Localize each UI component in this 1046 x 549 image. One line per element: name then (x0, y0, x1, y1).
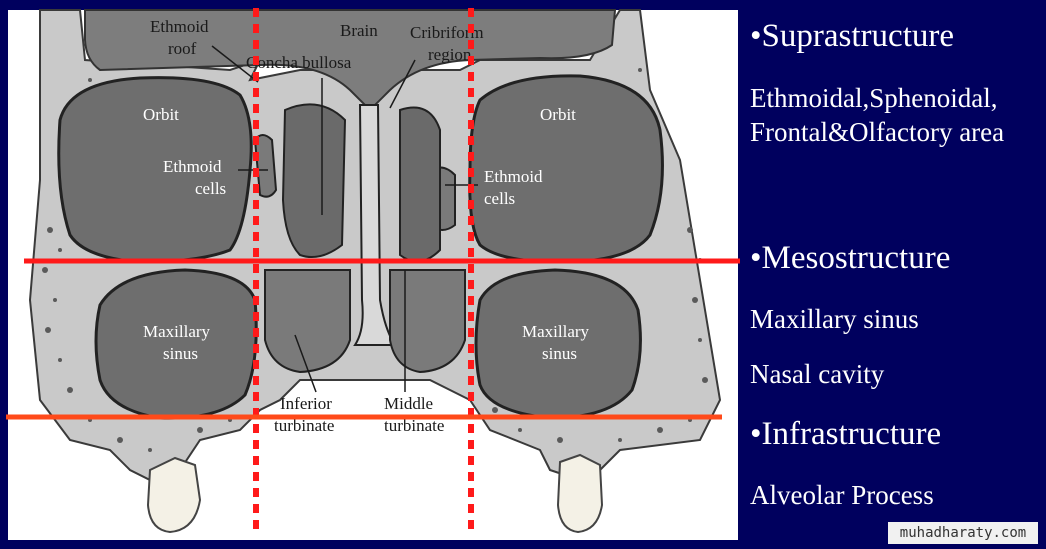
label-ethmoid-roof-2: roof (168, 39, 197, 58)
label-maxillary-left-1: Maxillary (143, 322, 211, 341)
label-concha-bullosa: Concha bullosa (246, 53, 352, 72)
suprastructure-line-1: Ethmoidal,Sphenoidal, (750, 83, 998, 113)
mesostructure-line-1: Maxillary sinus (750, 304, 919, 334)
label-orbit-right: Orbit (540, 105, 576, 124)
label-ethmoid-cells-right-2: cells (484, 189, 515, 208)
label-middle-turbinate-1: Middle (384, 394, 433, 413)
right-tooth (556, 453, 604, 534)
infrastructure-heading: •Infrastructure (750, 416, 942, 452)
right-middle-turbinate (399, 106, 441, 263)
left-maxillary-sinus (94, 268, 258, 420)
label-cribriform-1: Cribriform (410, 23, 484, 42)
mesostructure-line-2: Nasal cavity (750, 359, 885, 389)
label-ethmoid-roof-1: Ethmoid (150, 17, 209, 36)
mesostructure-heading: •Mesostructure (750, 240, 951, 276)
label-orbit-left: Orbit (143, 105, 179, 124)
concha-bullosa (281, 103, 347, 258)
label-cribriform-2: region (428, 45, 472, 64)
left-tooth (146, 456, 202, 534)
watermark: muhadharaty.com (888, 522, 1038, 544)
label-inferior-turbinate-1: Inferior (280, 394, 332, 413)
label-ethmoid-cells-left-1: Ethmoid (163, 157, 222, 176)
left-orbit (57, 76, 253, 264)
label-inferior-turbinate-2: turbinate (274, 416, 334, 435)
nasal-cavity (264, 269, 351, 374)
suprastructure-line-2: Frontal&Olfactory area (750, 117, 1005, 147)
infrastructure-line-1: Alveolar Process (750, 480, 934, 510)
right-maxillary-sinus (474, 268, 642, 420)
suprastructure-heading: •Suprastructure (750, 18, 954, 54)
nasal-cavity-right (389, 269, 466, 374)
label-brain: Brain (340, 21, 378, 40)
label-maxillary-right-2: sinus (542, 344, 577, 363)
leader-lines (211, 45, 478, 393)
label-middle-turbinate-2: turbinate (384, 416, 444, 435)
brain-region (84, 9, 617, 112)
label-ethmoid-cells-right-1: Ethmoid (484, 167, 543, 186)
right-orbit (468, 74, 664, 264)
left-ethmoid-cells (253, 134, 278, 198)
label-maxillary-right-1: Maxillary (522, 322, 590, 341)
label-ethmoid-cells-left-2: cells (195, 179, 226, 198)
label-maxillary-left-2: sinus (163, 344, 198, 363)
